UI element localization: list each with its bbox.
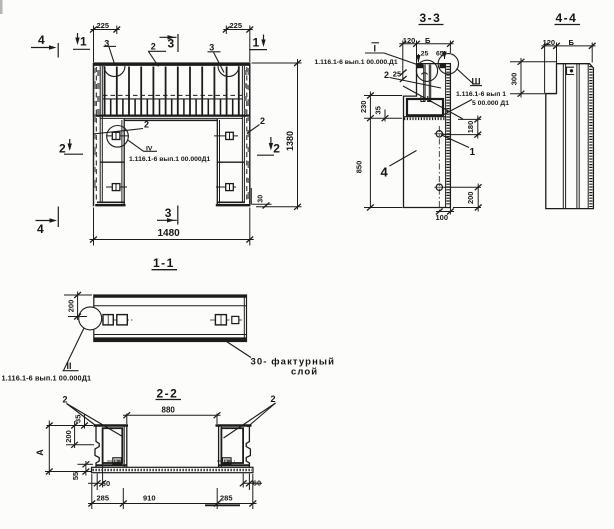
- svg-text:30- фактурный: 30- фактурный: [251, 357, 336, 368]
- svg-text:1.116.1-6 вып.1 00.000.Д1: 1.116.1-6 вып.1 00.000.Д1: [315, 59, 398, 66]
- svg-text:2: 2: [63, 395, 68, 405]
- svg-text:65: 65: [436, 50, 444, 57]
- svg-text:Б: Б: [425, 36, 431, 45]
- svg-text:А: А: [35, 449, 45, 456]
- svg-text:285: 285: [97, 494, 110, 503]
- svg-text:1-1: 1-1: [153, 256, 175, 270]
- svg-text:2-2: 2-2: [157, 387, 179, 401]
- svg-text:II: II: [67, 361, 72, 371]
- svg-text:5 00.000 Д1: 5 00.000 Д1: [472, 100, 509, 107]
- svg-text:25: 25: [421, 50, 429, 57]
- svg-text:2: 2: [260, 116, 265, 126]
- svg-text:910: 910: [143, 494, 156, 503]
- svg-text:120: 120: [543, 38, 556, 47]
- svg-text:3: 3: [209, 43, 214, 53]
- svg-text:25: 25: [393, 69, 401, 78]
- svg-text:1480: 1480: [158, 228, 181, 239]
- svg-text:120: 120: [403, 36, 416, 45]
- svg-text:300: 300: [510, 73, 519, 86]
- svg-text:3: 3: [104, 39, 109, 49]
- svg-text:100: 100: [436, 213, 449, 222]
- svg-text:35: 35: [74, 415, 83, 423]
- svg-text:2: 2: [384, 70, 389, 80]
- svg-text:1380: 1380: [285, 131, 295, 151]
- svg-text:3-3: 3-3: [420, 11, 442, 25]
- svg-text:Б: Б: [569, 38, 575, 47]
- svg-text:850: 850: [355, 161, 364, 174]
- svg-text:2: 2: [59, 141, 66, 155]
- svg-text:180: 180: [466, 121, 475, 134]
- svg-text:2: 2: [144, 120, 149, 130]
- svg-text:3: 3: [168, 37, 175, 51]
- svg-text:200: 200: [466, 192, 475, 205]
- svg-text:3: 3: [165, 206, 172, 220]
- svg-text:1.116.1-6 вып 1: 1.116.1-6 вып 1: [456, 91, 506, 98]
- svg-text:285: 285: [220, 494, 233, 503]
- svg-text:60: 60: [102, 479, 110, 488]
- svg-text:I: I: [374, 44, 377, 54]
- svg-text:2: 2: [273, 141, 280, 155]
- svg-text:60: 60: [253, 479, 261, 488]
- svg-text:35: 35: [373, 106, 382, 114]
- svg-text:225: 225: [230, 21, 243, 30]
- svg-text:слой: слой: [291, 367, 318, 378]
- svg-text:880: 880: [162, 406, 176, 415]
- svg-text:IV: IV: [146, 145, 153, 152]
- svg-text:1.116.1-6 вып.1 00.000Д1: 1.116.1-6 вып.1 00.000Д1: [2, 374, 92, 383]
- svg-text:30: 30: [257, 195, 264, 203]
- svg-text:4: 4: [381, 165, 389, 180]
- svg-text:55: 55: [71, 472, 80, 480]
- svg-text:1: 1: [80, 34, 87, 48]
- svg-text:1: 1: [470, 147, 476, 158]
- svg-text:2: 2: [271, 394, 276, 404]
- svg-text:200: 200: [64, 430, 73, 443]
- svg-text:1: 1: [253, 35, 260, 49]
- svg-text:4-4: 4-4: [556, 11, 578, 25]
- svg-text:225: 225: [97, 21, 110, 30]
- svg-text:200: 200: [67, 300, 76, 313]
- svg-text:230: 230: [359, 101, 368, 114]
- svg-text:1.116.1-6 вып.1 00.000Д1: 1.116.1-6 вып.1 00.000Д1: [129, 156, 211, 163]
- svg-text:4: 4: [37, 222, 44, 236]
- svg-text:2: 2: [151, 41, 156, 51]
- svg-text:4: 4: [38, 33, 45, 47]
- svg-text:Ш: Ш: [472, 76, 481, 86]
